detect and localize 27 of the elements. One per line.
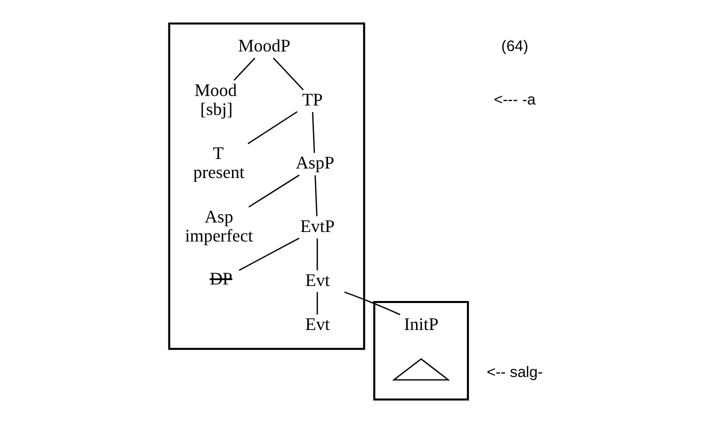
node-text: InitP bbox=[404, 314, 438, 334]
node-text: Evt bbox=[304, 314, 330, 334]
node-text: EvtP bbox=[300, 216, 334, 236]
connector bbox=[316, 292, 318, 315]
label: (64) bbox=[500, 38, 528, 55]
node-text: TP bbox=[302, 89, 322, 110]
connector bbox=[314, 175, 318, 216]
node-text: MoodP bbox=[238, 36, 290, 56]
connector bbox=[316, 238, 318, 270]
node-text: Mood [sbj] bbox=[194, 80, 236, 119]
connector bbox=[272, 58, 304, 90]
connector bbox=[312, 112, 314, 153]
connector bbox=[238, 238, 299, 271]
cluster bbox=[372, 301, 468, 400]
node-text: Evt bbox=[304, 270, 330, 290]
connector bbox=[233, 58, 255, 81]
node-text: AspP bbox=[295, 152, 334, 173]
connector bbox=[248, 174, 300, 208]
node-triangle bbox=[392, 358, 450, 380]
label: <-- salg- bbox=[486, 364, 542, 381]
label: <--- -a bbox=[493, 92, 536, 109]
connector bbox=[247, 111, 298, 144]
node-text: T present bbox=[192, 143, 244, 182]
node-text: Asp imperfect bbox=[184, 206, 252, 246]
node-text: DP bbox=[209, 268, 232, 289]
cluster bbox=[168, 22, 365, 350]
connector bbox=[344, 291, 400, 316]
